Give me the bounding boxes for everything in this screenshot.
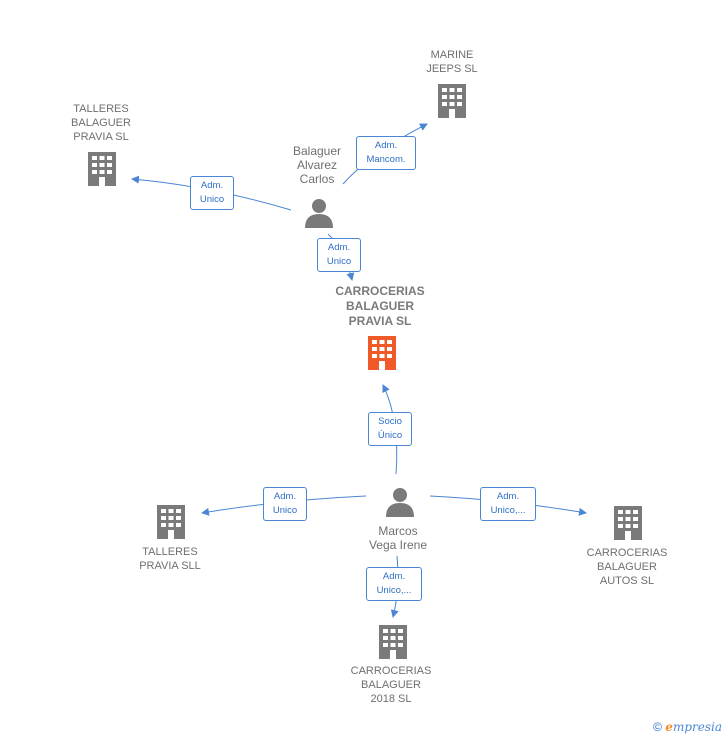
node-label-marcos-vega-irene: Marcos Vega Irene <box>368 524 428 552</box>
brand-e: e <box>665 720 673 734</box>
building-icon[interactable] <box>366 336 398 375</box>
edge-label-socio-unico[interactable]: Socio Único <box>368 412 412 446</box>
edge-label-adm-unico-talleres-sl[interactable]: Adm. Unico <box>190 176 234 210</box>
node-label-carrocerias-balaguer-2018: CARROCERIAS BALAGUER 2018 SL <box>350 665 432 705</box>
building-icon[interactable] <box>155 505 187 544</box>
copyright-symbol: © <box>653 720 662 734</box>
building-icon[interactable] <box>377 625 409 664</box>
node-label-carrocerias-balaguer-pravia: CARROCERIAS BALAGUER PRAVIA SL <box>335 284 425 328</box>
edge-label-adm-unico-2018[interactable]: Adm. Unico,... <box>366 567 422 601</box>
empresia-logo[interactable]: © empresia <box>653 720 722 734</box>
building-icon[interactable] <box>612 506 644 545</box>
person-icon[interactable] <box>304 198 334 233</box>
brand-name: mpresia <box>672 720 722 734</box>
edge-label-adm-unico-talleres-sll[interactable]: Adm. Unico <box>263 487 307 521</box>
edge-label-adm-mancom[interactable]: Adm. Mancom. <box>356 136 416 170</box>
building-icon[interactable] <box>86 152 118 191</box>
building-icon[interactable] <box>436 84 468 123</box>
node-label-marine: MARINE JEEPS SL <box>426 49 478 75</box>
edge-label-adm-unico-autos[interactable]: Adm. Unico,... <box>480 487 536 521</box>
edge-label-adm-unico-focal[interactable]: Adm. Unico <box>317 238 361 272</box>
node-label-talleres-pravia-sll: TALLERES PRAVIA SLL <box>139 546 201 572</box>
person-icon[interactable] <box>385 487 415 522</box>
node-label-talleres-balaguer-pravia: TALLERES BALAGUER PRAVIA SL <box>71 103 131 143</box>
node-label-balaguer-alvarez-carlos: Balaguer Alvarez Carlos <box>292 144 342 186</box>
node-label-carrocerias-balaguer-autos: CARROCERIAS BALAGUER AUTOS SL <box>586 547 668 587</box>
